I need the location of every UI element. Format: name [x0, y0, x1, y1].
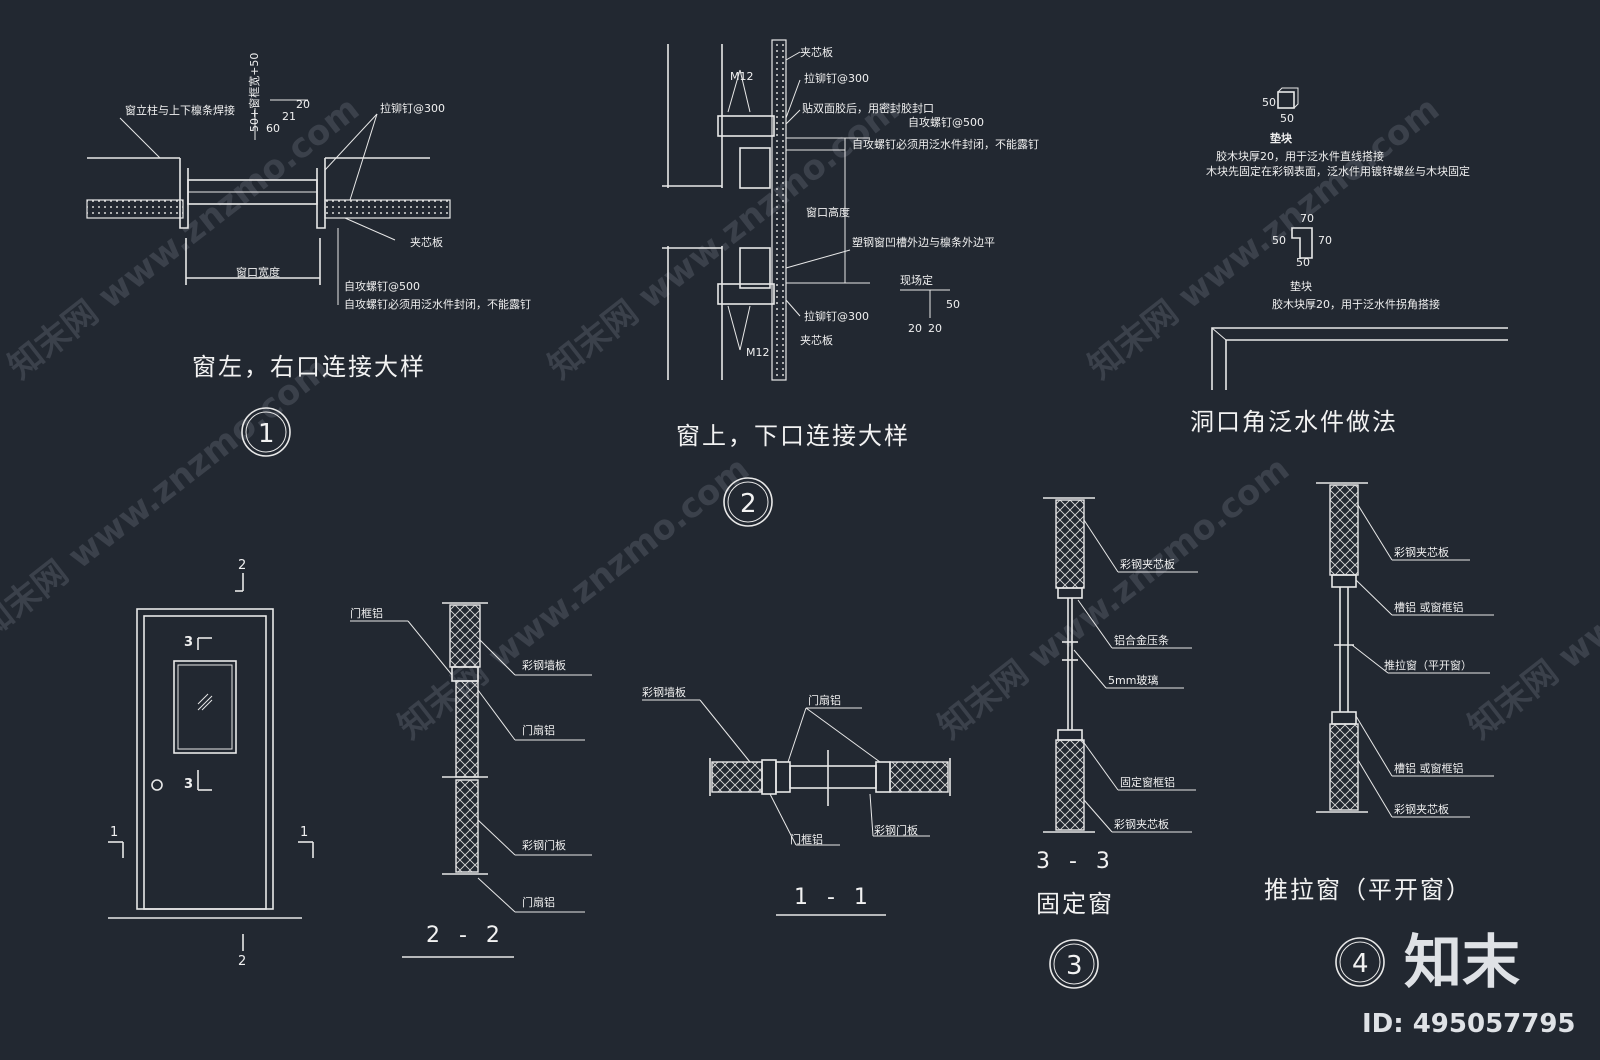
section-1-1: 彩钢墙板 门扇铝 门框铝 彩钢门板 1 - 1 [642, 685, 951, 916]
label-strip: 铝合金压条 [1114, 633, 1169, 647]
detail-4-title: 推拉窗（平开窗） [1264, 876, 1472, 904]
detail-3-number: 3 [1066, 951, 1083, 981]
detail-2-title: 窗上，下口连接大样 [676, 422, 910, 450]
logo-text: 知末 [1404, 928, 1520, 996]
label-m12-top: M12 [730, 70, 754, 83]
watermark: 知末网 www.znzmo.com [1081, 89, 1447, 387]
dim-vertical: 50+窗框宽+50 [247, 53, 261, 132]
detail-1-title: 窗左，右口连接大样 [192, 353, 426, 381]
dim-60: 60 [266, 122, 280, 135]
dim-70b: 70 [1318, 234, 1332, 247]
flashing-title: 洞口角泛水件做法 [1190, 408, 1398, 436]
detail-opening-flashing: 50 50 垫块 胶木块厚20，用于泛水件直线搭接 木块先固定在彩钢表面，泛水件… [1190, 87, 1508, 436]
label-sandwich-bottom: 彩钢夹芯板 [1114, 817, 1169, 831]
label-align: 塑钢窗凹槽外边与檩条外边平 [852, 235, 995, 249]
label-rivet-top: 拉铆钉@300 [804, 71, 869, 85]
mark-1-left: 1 [110, 825, 118, 840]
label-post: 窗立柱与上下檩条焊接 [125, 103, 235, 117]
watermark: 知末网 www.znzmo.com [1, 89, 367, 387]
label-frame-top: 槽铝 或窗框铝 [1394, 600, 1464, 614]
label-sandwich-top: 彩钢夹芯板 [1394, 545, 1449, 559]
mark-1-right: 1 [300, 825, 308, 840]
label-block: 垫块 [1290, 279, 1312, 293]
dim-50: 50 [946, 298, 960, 311]
label-glass: 5mm玻璃 [1108, 673, 1158, 687]
label-sandwich: 夹芯板 [410, 235, 443, 249]
label-glue: 贴双面胶后，用密封胶封口 [802, 101, 934, 115]
dim-50a: 50 [1262, 96, 1276, 109]
watermark: 知末网 www.znzmo.com [931, 449, 1297, 747]
detail-4-number: 4 [1352, 949, 1369, 979]
label-leaf-top: 门扇铝 [522, 723, 555, 737]
watermark: 知末网 www.znzmo.com [1461, 449, 1600, 747]
mark-3-bottom: 3 [184, 777, 193, 792]
label-sandwich-bottom: 夹芯板 [800, 333, 833, 347]
detail-1-marker [241, 407, 291, 457]
label-wall: 彩钢墙板 [642, 685, 686, 699]
label-sandwich-top: 夹芯板 [800, 45, 833, 59]
dim-20a: 20 [908, 322, 922, 335]
dim-50b: 50 [1280, 112, 1294, 125]
label-screw-note: 自攻螺钉必须用泛水件封闭，不能露钉 [344, 297, 531, 311]
label-frame-top: 门框铝 [350, 606, 383, 620]
detail-2-window-top-bottom: 夹芯板 M12 拉铆钉@300 贴双面胶后，用密封胶封口 自攻螺钉@500 自攻… [662, 39, 1039, 527]
dim-70a: 70 [1300, 212, 1314, 225]
section-2-2: 门框铝 彩钢墙板 门扇铝 彩钢门板 门扇铝 2 - 2 [350, 602, 592, 958]
mark-3-top: 3 [184, 635, 193, 650]
label-screw-note: 自攻螺钉必须用泛水件封闭，不能露钉 [852, 137, 1039, 151]
label-site: 现场定 [900, 273, 933, 287]
label-pad: 垫块 [1270, 131, 1293, 145]
label-leaf-bottom: 门扇铝 [522, 895, 555, 909]
mark-2-bottom: 2 [238, 954, 246, 969]
label-sash: 推拉窗（平开窗） [1384, 658, 1472, 672]
label-panel: 彩钢门板 [522, 838, 566, 852]
label-frame: 固定窗框铝 [1120, 775, 1175, 789]
label-note2: 木块先固定在彩钢表面，泛水件用镀锌螺丝与木块固定 [1206, 164, 1470, 178]
brand-logo: 知末 ID: 495057795 [1362, 928, 1576, 1039]
label-panel: 彩钢门板 [874, 823, 918, 837]
section-2-2-title: 2 - 2 [426, 923, 506, 948]
dim-21: 21 [282, 110, 296, 123]
detail-2-marker [723, 477, 773, 527]
dim-20b: 20 [928, 322, 942, 335]
dim-50d: 50 [1296, 256, 1310, 269]
label-rivet: 拉铆钉@300 [380, 101, 445, 115]
label-rivet-bottom: 拉铆钉@300 [804, 309, 869, 323]
label-sandwich-bottom: 彩钢夹芯板 [1394, 802, 1449, 816]
id-label: ID: 495057795 [1362, 1009, 1576, 1039]
label-frame-bottom: 槽铝 或窗框铝 [1394, 761, 1464, 775]
label-leaf: 门扇铝 [808, 693, 841, 707]
detail-2-number: 2 [740, 489, 757, 519]
detail-4-sliding-window: 彩钢夹芯板 槽铝 或窗框铝 推拉窗（平开窗） 槽铝 或窗框铝 彩钢夹芯板 推拉窗… [1264, 482, 1494, 987]
door-elevation: 2 2 1 1 3 3 [108, 558, 314, 969]
label-screw: 自攻螺钉@500 [344, 279, 420, 293]
detail-1-number: 1 [258, 419, 275, 449]
section-3-3-title: 3 - 3 [1036, 849, 1116, 874]
section-1-1-title: 1 - 1 [794, 885, 874, 910]
label-note3: 胶木块厚20，用于泛水件拐角搭接 [1272, 297, 1440, 311]
mark-2-top: 2 [238, 558, 246, 573]
detail-3-title: 固定窗 [1036, 890, 1114, 918]
detail-3-fixed-window: 彩钢夹芯板 铝合金压条 5mm玻璃 固定窗框铝 彩钢夹芯板 3 - 3 固定窗 … [1036, 497, 1198, 989]
label-frame: 门框铝 [790, 832, 823, 846]
detail-3-marker [1049, 939, 1099, 989]
label-screw: 自攻螺钉@500 [908, 115, 984, 129]
watermark: 知末网 www.znzmo.com [0, 349, 337, 647]
detail-4-marker [1335, 937, 1385, 987]
label-wall: 彩钢墙板 [522, 658, 566, 672]
label-height: 窗口高度 [806, 205, 850, 219]
dim-50c: 50 [1272, 234, 1286, 247]
label-width: 窗口宽度 [236, 265, 280, 279]
dim-20: 20 [296, 98, 310, 111]
label-sandwich-top: 彩钢夹芯板 [1120, 557, 1175, 571]
detail-1-window-side: 窗立柱与上下檩条焊接 拉铆钉@300 夹芯板 窗口宽度 自攻螺钉@500 自攻螺… [86, 53, 531, 457]
label-note1: 胶木块厚20，用于泛水件直线搭接 [1216, 149, 1384, 163]
label-m12-bottom: M12 [746, 346, 770, 359]
